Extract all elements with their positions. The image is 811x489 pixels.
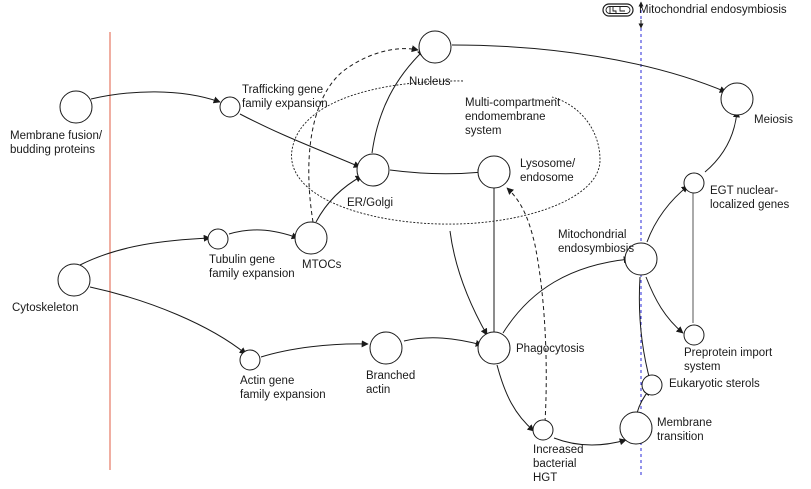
label-er-golgi: ER/Golgi <box>347 197 394 209</box>
edge-egt-to-meiosis <box>704 110 740 173</box>
endomembrane-region <box>291 80 601 225</box>
edge-er-golgi-to-lysosome <box>389 169 485 177</box>
label-cytoskeleton: Cytoskeleton <box>12 302 79 314</box>
label-branched-actin: Branched actin <box>366 370 416 396</box>
edge-hgt-to-membrane-transition <box>553 437 627 446</box>
label-trafficking: Trafficking gene family expansion <box>242 84 328 110</box>
mitochondrion-icon <box>602 3 634 17</box>
label-phagocytosis: Phagocytosis <box>516 343 585 355</box>
edges <box>79 44 740 446</box>
edge-branched-actin-to-phagocytosis <box>403 337 483 347</box>
edge-actin-to-branched-actin <box>260 340 369 358</box>
node-cytoskeleton[interactable] <box>57 263 91 297</box>
legend-label: Mitochondrial endosymbiosis <box>639 4 787 16</box>
label-mtocs: MTOCs <box>302 259 342 271</box>
node-bacterial-hgt[interactable] <box>532 419 554 441</box>
edge-nucleus-to-meiosis <box>451 44 727 93</box>
edge-cytoskeleton-to-tubulin <box>79 234 211 266</box>
node-preprotein[interactable] <box>683 324 705 346</box>
label-actin: Actin gene family expansion <box>240 375 326 401</box>
label-sterols: Eukaryotic sterols <box>669 378 760 390</box>
node-egt[interactable] <box>683 172 705 194</box>
edge-mito-endo-to-egt <box>646 185 689 243</box>
edge-phagocytosis-to-mito-endo <box>502 256 631 334</box>
edge-membrane-fusion-to-trafficking <box>90 91 221 104</box>
edge-tubulin-to-mtocs <box>228 229 299 240</box>
edge-mtocs-to-er-golgi <box>315 175 363 223</box>
edge-mtocs-to-nucleus <box>308 45 419 223</box>
node-meiosis[interactable] <box>720 82 754 116</box>
node-branched-actin[interactable] <box>369 331 403 365</box>
nodes <box>57 30 754 445</box>
node-lysosome[interactable] <box>477 155 511 189</box>
node-mtocs[interactable] <box>294 221 328 255</box>
node-membrane-transition[interactable] <box>619 411 653 445</box>
edge-er-golgi-to-nucleus <box>371 49 425 154</box>
node-trafficking[interactable] <box>219 96 241 118</box>
label-membrane-transition: Membrane transition <box>657 417 712 443</box>
label-endomembrane-region: Multi-compartment endomembrane system <box>465 97 561 137</box>
label-mito-endo: Mitochondrial endosymbiosis <box>558 229 635 255</box>
edge-mito-endo-to-sterols <box>638 276 653 385</box>
edge-trafficking-to-er-golgi <box>239 113 361 168</box>
edge-phagocytosis-to-hgt <box>496 364 535 432</box>
node-sterols[interactable] <box>641 374 663 396</box>
label-meiosis: Meiosis <box>754 114 793 126</box>
edge-cytoskeleton-to-actin <box>89 286 247 355</box>
label-bacterial-hgt: Increased bacterial HGT <box>533 444 584 484</box>
label-preprotein: Preprotein import system <box>684 347 773 373</box>
node-phagocytosis[interactable] <box>477 331 511 365</box>
label-egt: EGT nuclear- localized genes <box>710 185 790 211</box>
node-membrane-fusion[interactable] <box>59 90 93 124</box>
node-tubulin[interactable] <box>207 228 229 250</box>
edge-endomembrane-to-phagocytosis <box>449 230 488 336</box>
label-nucleus: Nucleus <box>409 76 451 88</box>
edge-hgt-to-lysosome <box>506 187 547 423</box>
node-er-golgi[interactable] <box>356 153 390 187</box>
node-nucleus[interactable] <box>418 30 452 64</box>
label-membrane-fusion: Membrane fusion/ budding proteins <box>10 130 103 156</box>
node-mito-endo[interactable] <box>624 242 658 276</box>
label-tubulin: Tubulin gene family expansion <box>209 254 295 280</box>
edge-mito-endo-to-preprotein <box>645 276 684 334</box>
node-actin[interactable] <box>239 349 261 371</box>
label-lysosome: Lysosome/ endosome <box>520 158 576 184</box>
